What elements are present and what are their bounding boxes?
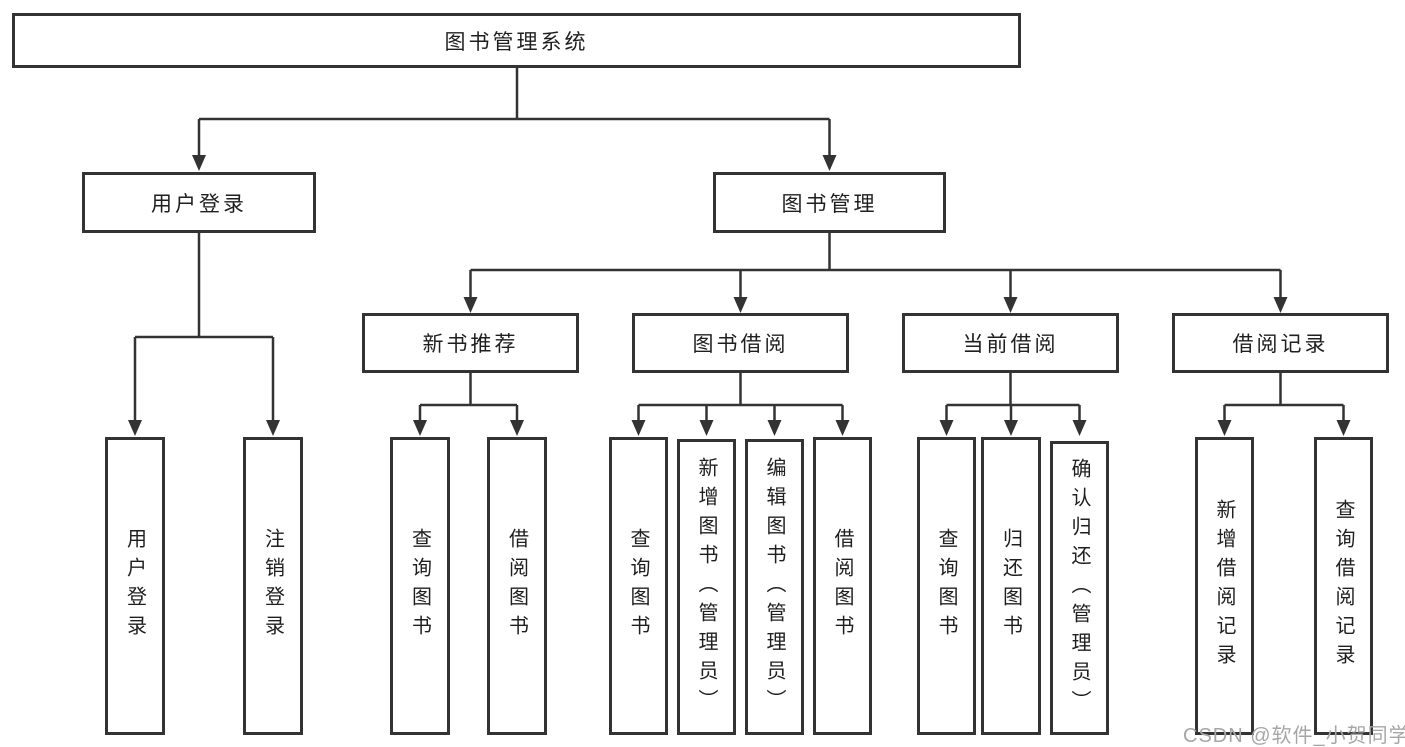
leaf-label: 查询图书 — [627, 528, 649, 644]
leaf-query-books-3: 查询图书 — [917, 437, 976, 735]
leaf-label: 编辑图书（管理员） — [763, 456, 785, 718]
leaf-label: 确认归还（管理员） — [1068, 457, 1090, 719]
node-book-management: 图书管理 — [713, 172, 946, 233]
leaf-confirm-return-admin: 确认归还（管理员） — [1050, 441, 1109, 735]
node-label: 图书借阅 — [692, 333, 789, 356]
csdn-watermark: CSDN @软件_小贺同学 — [1183, 725, 1405, 747]
leaf-logout-login: 注销登录 — [243, 437, 303, 735]
leaf-return-books: 归还图书 — [981, 437, 1041, 735]
leaf-label: 查询图书 — [408, 528, 431, 644]
node-new-book-recommendation: 新书推荐 — [362, 313, 579, 373]
leaf-add-borrow-record: 新增借阅记录 — [1195, 437, 1254, 735]
node-label: 图书管理 — [781, 192, 878, 216]
node-library-management-system: 图书管理系统 — [12, 13, 1021, 68]
node-user-login: 用户登录 — [82, 172, 316, 233]
leaf-edit-book-admin: 编辑图书（管理员） — [745, 439, 804, 735]
node-current-borrowing: 当前借阅 — [902, 313, 1119, 373]
node-label: 用户登录 — [151, 192, 247, 216]
leaf-label: 借阅图书 — [831, 528, 853, 644]
node-book-borrowing: 图书借阅 — [632, 313, 849, 373]
leaf-label: 查询图书 — [935, 528, 957, 644]
leaf-label: 借阅图书 — [505, 528, 528, 644]
leaf-query-books: 查询图书 — [390, 437, 450, 735]
leaf-label: 归还图书 — [999, 528, 1022, 644]
leaf-add-book-admin: 新增图书（管理员） — [677, 439, 736, 735]
leaf-label: 新增图书（管理员） — [695, 456, 717, 718]
leaf-label: 注销登录 — [261, 528, 284, 644]
leaf-query-borrow-record: 查询借阅记录 — [1314, 437, 1373, 735]
node-label: 借阅记录 — [1232, 333, 1329, 356]
leaf-label: 新增借阅记录 — [1213, 499, 1235, 673]
leaf-user-login: 用户登录 — [105, 437, 165, 735]
leaf-label: 用户登录 — [123, 528, 146, 644]
node-label: 图书管理系统 — [444, 30, 589, 54]
node-borrowing-records: 借阅记录 — [1172, 313, 1389, 373]
leaf-query-books-2: 查询图书 — [609, 437, 668, 735]
leaf-borrow-books: 借阅图书 — [487, 437, 547, 735]
node-label: 当前借阅 — [962, 333, 1059, 356]
leaf-label: 查询借阅记录 — [1332, 499, 1354, 673]
node-label: 新书推荐 — [422, 333, 519, 356]
leaf-borrow-books-2: 借阅图书 — [813, 437, 872, 735]
